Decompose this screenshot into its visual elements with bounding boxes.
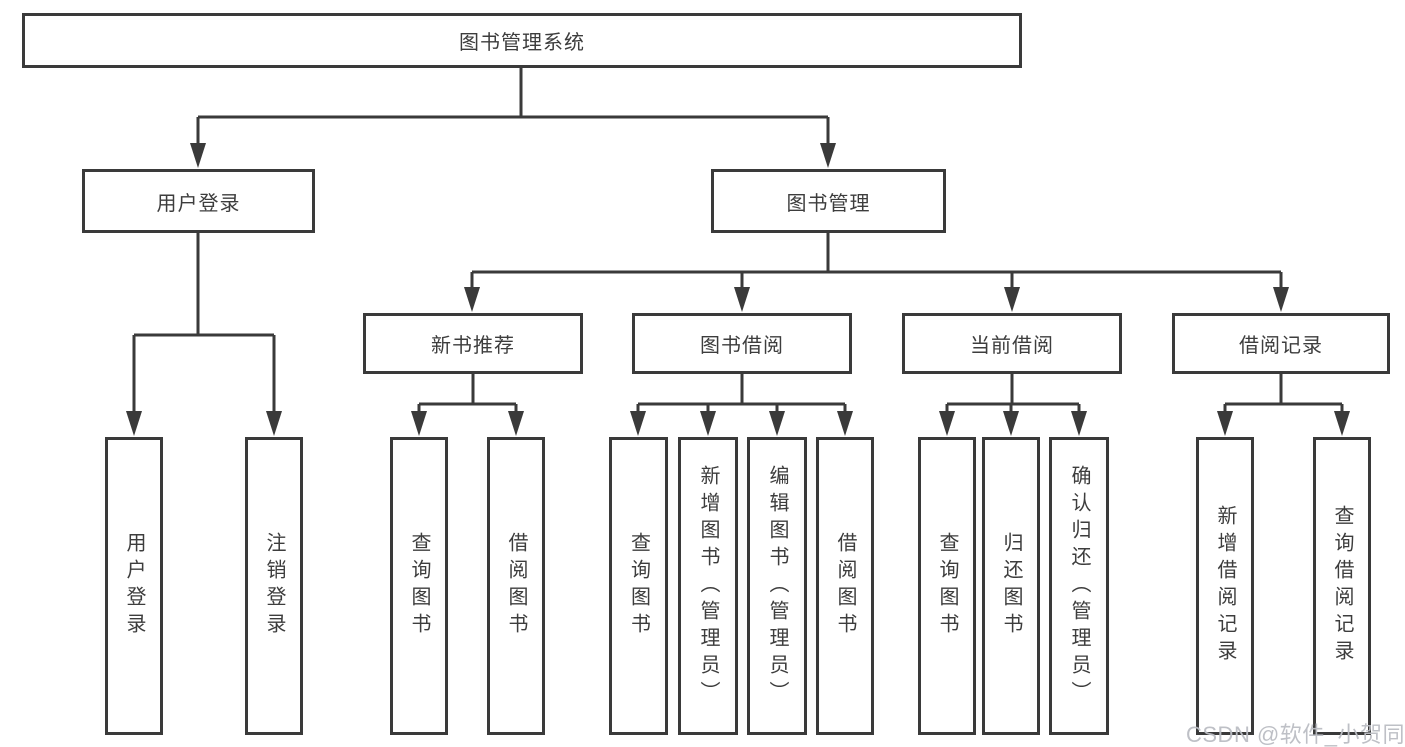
node-add-book-admin: 新增图书（管理员） [678, 437, 738, 735]
node-book-borrowing: 图书借阅 [632, 313, 852, 374]
connector-current-borrowing-group [939, 374, 1087, 436]
node-borrowing-records: 借阅记录 [1172, 313, 1390, 374]
node-query-books-recommend: 查询图书 [390, 437, 448, 735]
arrowhead-borrowing-records [1273, 287, 1289, 312]
arrowhead-book-borrowing [734, 287, 750, 312]
node-current-borrowing: 当前借阅 [902, 313, 1122, 374]
arrowhead-new-book-recommendation [464, 287, 480, 312]
connector-new-book-recommendation-group [411, 374, 524, 436]
connector-book-borrowing-group [630, 374, 853, 436]
node-query-borrow-record: 查询借阅记录 [1313, 437, 1371, 735]
node-query-books-current: 查询图书 [918, 437, 976, 735]
node-label: 确认归还（管理员） [1068, 464, 1090, 708]
node-label: 查询借阅记录 [1331, 505, 1353, 667]
node-confirm-return-admin: 确认归还（管理员） [1049, 437, 1109, 735]
arrowhead-user-login-leaf [126, 411, 142, 436]
node-return-books: 归还图书 [982, 437, 1040, 735]
node-label: 查询图书 [936, 532, 958, 640]
connector-user-login-branch [126, 233, 282, 436]
connector-book-management-branch [464, 233, 1289, 312]
node-label: 编辑图书（管理员） [766, 464, 788, 708]
arrowhead-logout [266, 411, 282, 436]
node-add-borrow-record: 新增借阅记录 [1196, 437, 1254, 735]
arrowhead-user-login [190, 143, 206, 168]
connector-root-to-level2 [190, 68, 836, 168]
node-borrow-books-recommend: 借阅图书 [487, 437, 545, 735]
node-label: 借阅图书 [505, 532, 527, 640]
node-new-book-recommendation: 新书推荐 [363, 313, 583, 374]
node-label: 查询图书 [627, 532, 650, 640]
connector-borrowing-records-group [1217, 374, 1350, 436]
node-borrow-books-borrowing: 借阅图书 [816, 437, 874, 735]
arrowhead-current-borrowing [1004, 287, 1020, 312]
node-library-management-system: 图书管理系统 [22, 13, 1022, 68]
node-book-management: 图书管理 [711, 169, 946, 233]
node-label: 归还图书 [1000, 532, 1022, 640]
node-edit-book-admin: 编辑图书（管理员） [747, 437, 807, 735]
node-label: 注销登录 [263, 532, 285, 640]
node-label: 借阅图书 [834, 532, 856, 640]
node-label: 查询图书 [408, 532, 430, 640]
node-label: 新增图书（管理员） [697, 464, 719, 708]
node-label: 用户登录 [123, 532, 145, 640]
arrowhead-book-management [820, 143, 836, 168]
node-label: 新增借阅记录 [1214, 505, 1236, 667]
node-user-login: 用户登录 [82, 169, 315, 233]
csdn-watermark: CSDN @软件_小贺同学 [1186, 722, 1405, 747]
node-query-books-borrowing: 查询图书 [609, 437, 668, 735]
node-user-login-leaf: 用户登录 [105, 437, 163, 735]
node-logout: 注销登录 [245, 437, 303, 735]
